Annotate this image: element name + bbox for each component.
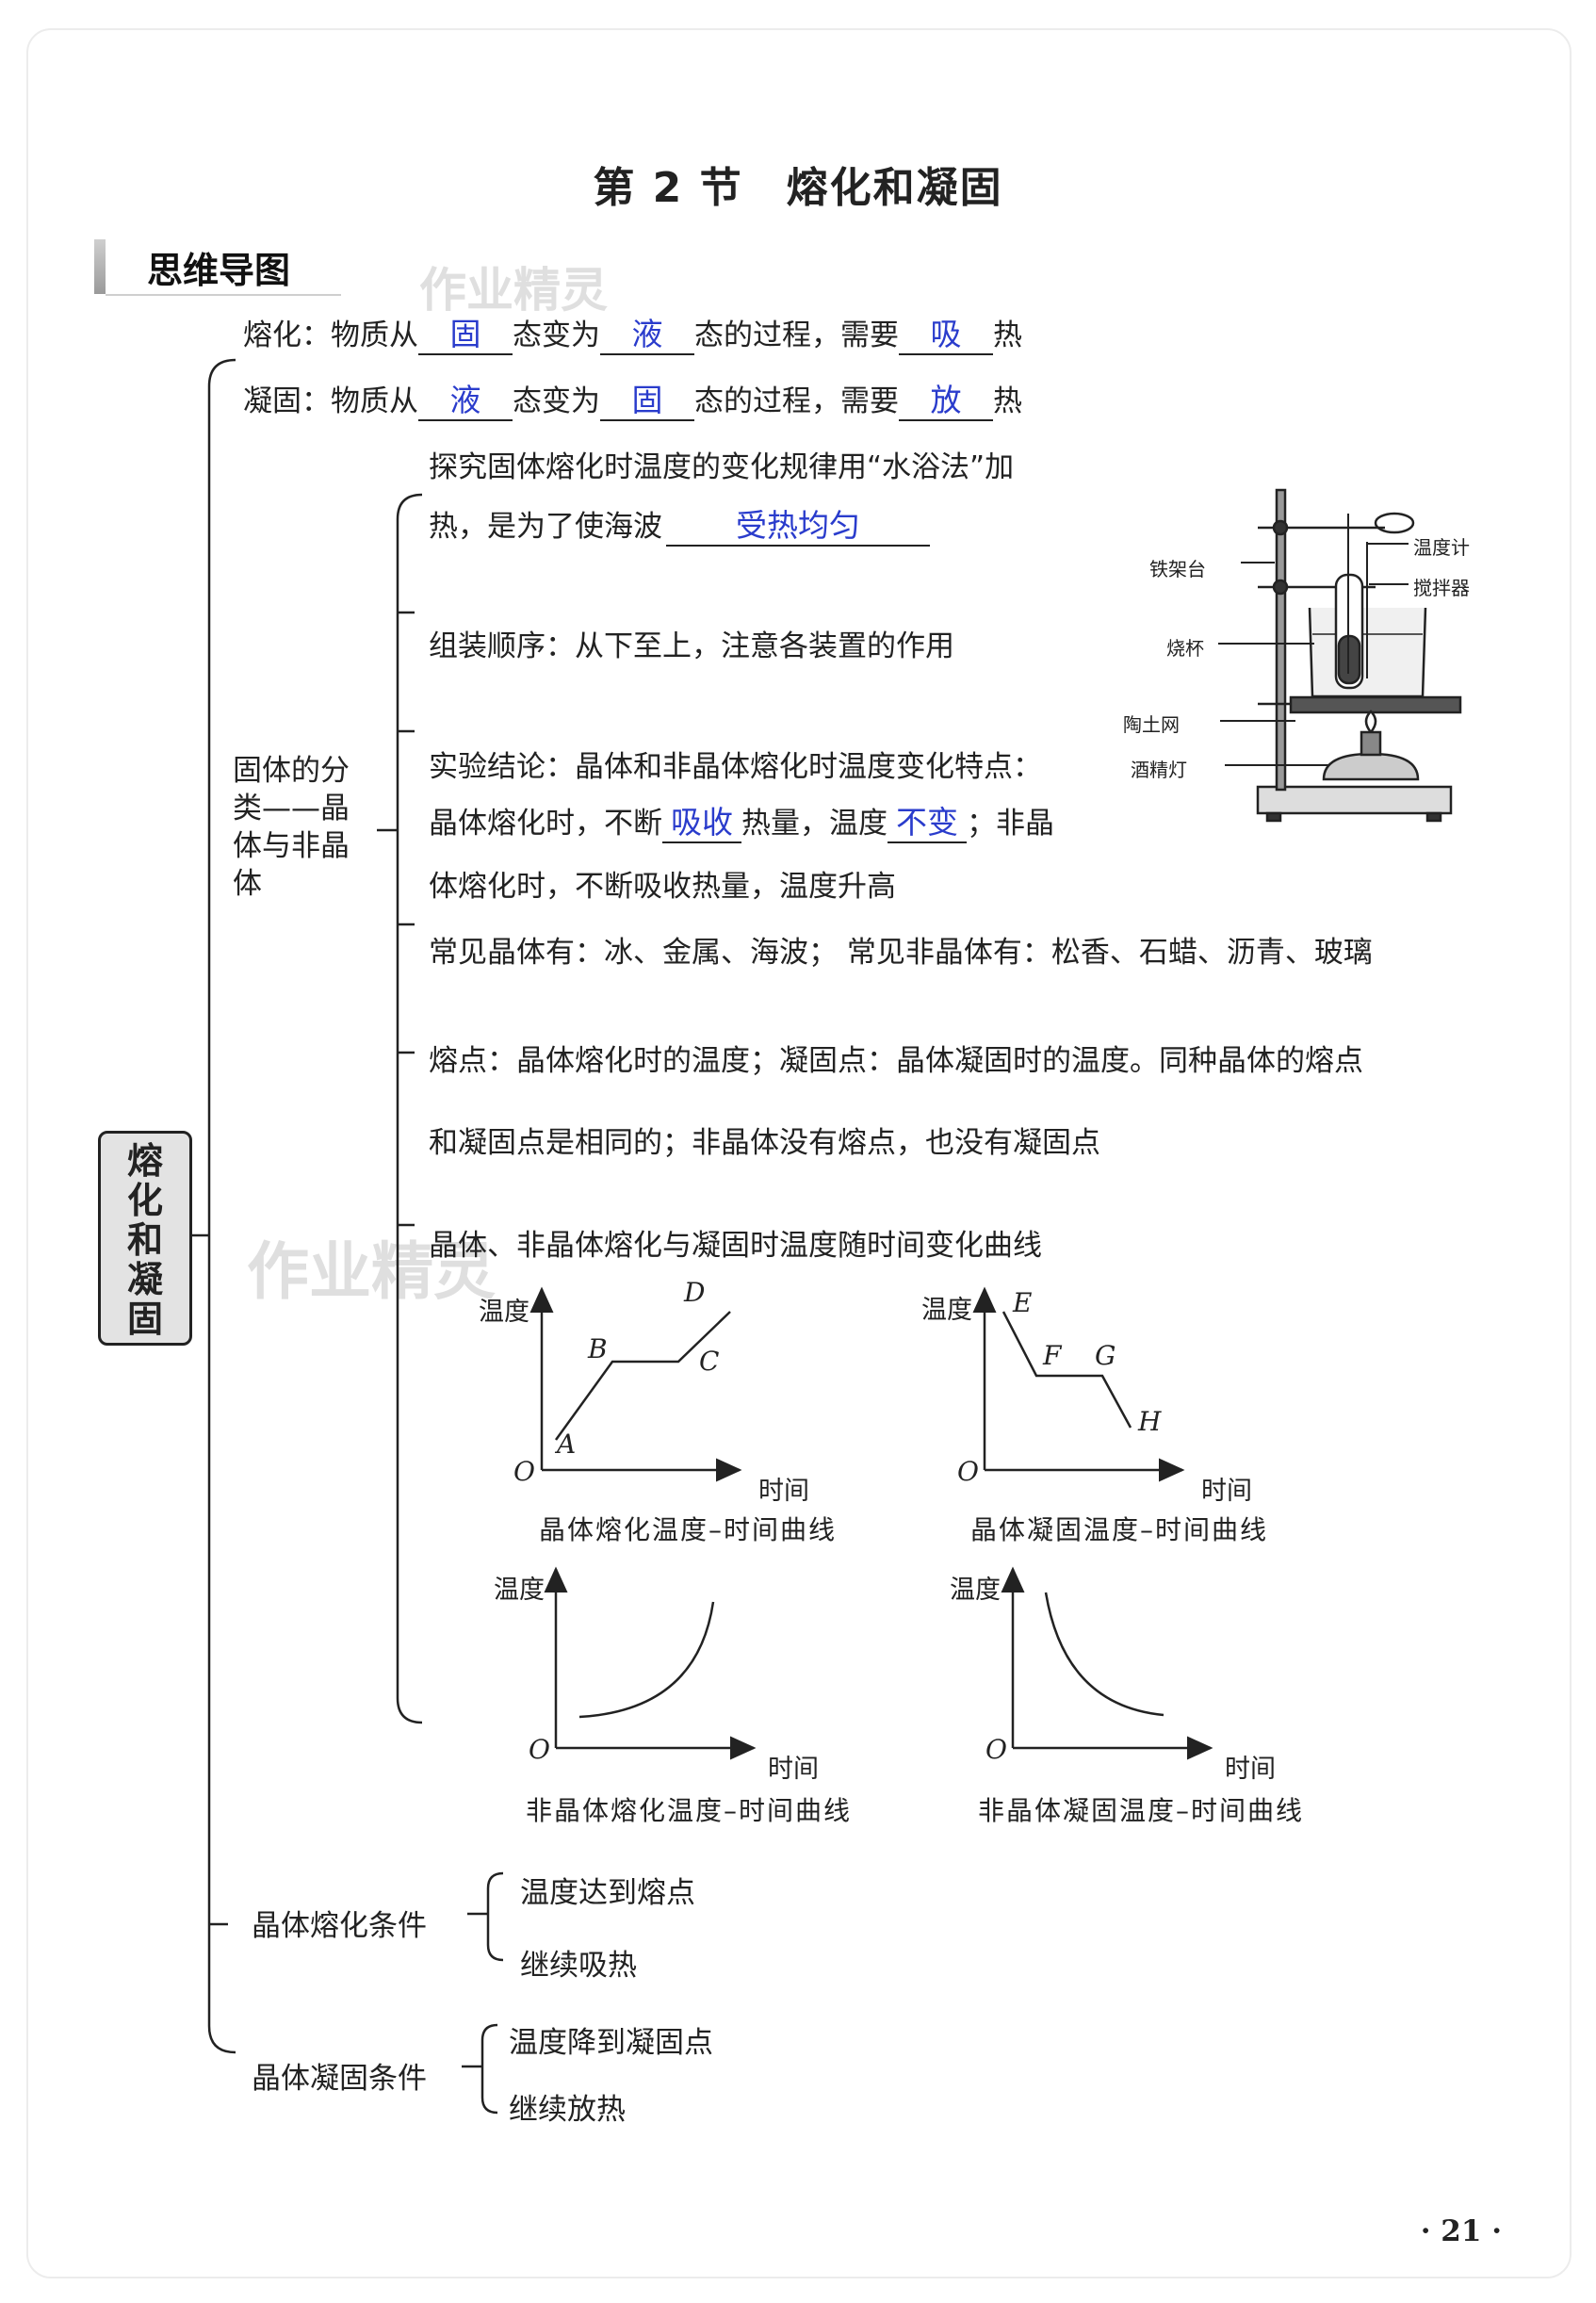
label-stirrer: 搅拌器 bbox=[1413, 577, 1470, 599]
label-gauze: 陶土网 bbox=[1123, 713, 1180, 736]
point-label: D bbox=[684, 1277, 706, 1308]
section-heading: 思维导图 bbox=[94, 236, 341, 298]
point-label: H bbox=[1138, 1406, 1162, 1437]
amorphous-solidifying-curve bbox=[1044, 1592, 1164, 1717]
solid-condition-item: 温度降到凝固点 bbox=[509, 2026, 713, 2060]
heading-underline bbox=[106, 294, 341, 296]
page-number: · 21 · bbox=[1420, 2214, 1502, 2248]
assembly-order: 组装顺序：从下至上，注意各装置的作用 bbox=[429, 629, 954, 663]
solid-condition-label: 晶体凝固条件 bbox=[252, 2062, 427, 2096]
heading-bar bbox=[94, 239, 106, 294]
branch-bracket bbox=[396, 493, 423, 1724]
origin-label: O bbox=[957, 1456, 979, 1487]
blank-answer: 受热均匀 bbox=[666, 507, 930, 547]
y-axis-label: 温度 bbox=[950, 1576, 1001, 1605]
crystal-solidifying-curve bbox=[1002, 1311, 1132, 1429]
common-crystals: 常见晶体有：冰、金属、海波； 常见非晶体有：松香、石蜡、沥青、玻璃 bbox=[429, 936, 1373, 970]
blank-answer: 吸 bbox=[899, 316, 993, 355]
label-beaker: 烧杯 bbox=[1166, 637, 1204, 660]
conclusion-line1: 实验结论：晶体和非晶体熔化时温度变化特点： bbox=[429, 750, 1042, 784]
solidifying-definition: 凝固：物质从液态变为固态的过程，需要放热 bbox=[243, 377, 1022, 421]
page-title: 第 2 节 熔化和凝固 bbox=[593, 164, 1003, 212]
curves-heading: 晶体、非晶体熔化与凝固时温度随时间变化曲线 bbox=[429, 1229, 1042, 1263]
conclusion-line3: 体熔化时，不断吸收热量，温度升高 bbox=[429, 870, 896, 904]
blank-answer: 吸收 bbox=[662, 804, 741, 843]
y-axis-label: 温度 bbox=[494, 1576, 545, 1605]
root-text: 熔化和凝固 bbox=[126, 1140, 163, 1340]
point-label: F bbox=[1043, 1340, 1062, 1371]
point-label: E bbox=[1013, 1287, 1033, 1318]
solid-condition-item: 继续放热 bbox=[509, 2093, 626, 2127]
blank-answer: 不变 bbox=[888, 804, 967, 843]
branch-label: 固体的分 类——晶 体与非晶 体 bbox=[233, 754, 350, 901]
melting-point-line1: 熔点：晶体熔化时的温度；凝固点：晶体凝固时的温度。同种晶体的熔点 bbox=[429, 1044, 1363, 1078]
x-axis-label: 时间 bbox=[768, 1755, 819, 1784]
blank-answer: 液 bbox=[600, 316, 694, 355]
graph-caption: 晶体熔化温度–时间曲线 bbox=[539, 1514, 838, 1545]
melting-definition: 熔化：物质从固态变为液态的过程，需要吸热 bbox=[243, 311, 1022, 355]
amorphous-melting-curve bbox=[578, 1601, 715, 1719]
water-bath-line2: 热，是为了使海波受热均匀 bbox=[429, 502, 930, 547]
y-axis-label: 温度 bbox=[479, 1298, 529, 1327]
origin-label: O bbox=[529, 1734, 550, 1765]
blank-answer: 固 bbox=[600, 382, 694, 421]
origin-label: O bbox=[985, 1734, 1007, 1765]
page-frame bbox=[26, 28, 1572, 2278]
point-label: C bbox=[699, 1346, 720, 1377]
origin-label: O bbox=[513, 1456, 535, 1487]
main-bracket bbox=[207, 358, 236, 2054]
x-axis-label: 时间 bbox=[758, 1477, 809, 1506]
root-node: 熔化和凝固 bbox=[98, 1131, 192, 1346]
label-lamp: 酒精灯 bbox=[1131, 759, 1187, 781]
section-heading-text: 思维导图 bbox=[147, 250, 291, 291]
point-label: G bbox=[1095, 1340, 1116, 1371]
conclusion-line2: 晶体熔化时，不断吸收热量，温度不变；非晶 bbox=[429, 799, 1054, 843]
blank-answer: 液 bbox=[418, 382, 513, 421]
melt-condition-item: 继续吸热 bbox=[520, 1949, 637, 1983]
label-stand: 铁架台 bbox=[1149, 558, 1206, 580]
watermark: 作业精灵 bbox=[419, 263, 608, 318]
graph-caption: 晶体凝固温度–时间曲线 bbox=[970, 1514, 1269, 1545]
watermark: 作业精灵 bbox=[247, 1235, 496, 1308]
y-axis-label: 温度 bbox=[921, 1296, 972, 1325]
graph-caption: 非晶体熔化温度–时间曲线 bbox=[526, 1795, 853, 1826]
x-axis-label: 时间 bbox=[1201, 1477, 1252, 1506]
point-label: B bbox=[588, 1333, 608, 1364]
crystal-melting-curve bbox=[554, 1311, 731, 1441]
water-bath-line1: 探究固体熔化时温度的变化规律用“水浴法”加 bbox=[429, 450, 1015, 484]
label-thermometer: 温度计 bbox=[1413, 536, 1470, 559]
blank-answer: 放 bbox=[899, 382, 993, 421]
blank-answer: 固 bbox=[418, 316, 513, 355]
melt-condition-item: 温度达到熔点 bbox=[520, 1876, 695, 1910]
x-axis-label: 时间 bbox=[1225, 1755, 1276, 1784]
melt-condition-label: 晶体熔化条件 bbox=[252, 1909, 427, 1943]
graph-caption: 非晶体凝固温度–时间曲线 bbox=[978, 1795, 1305, 1826]
apparatus-illustration bbox=[1218, 488, 1462, 823]
melting-point-line2: 和凝固点是相同的；非晶体没有熔点，也没有凝固点 bbox=[429, 1126, 1100, 1160]
point-label: A bbox=[557, 1429, 577, 1460]
